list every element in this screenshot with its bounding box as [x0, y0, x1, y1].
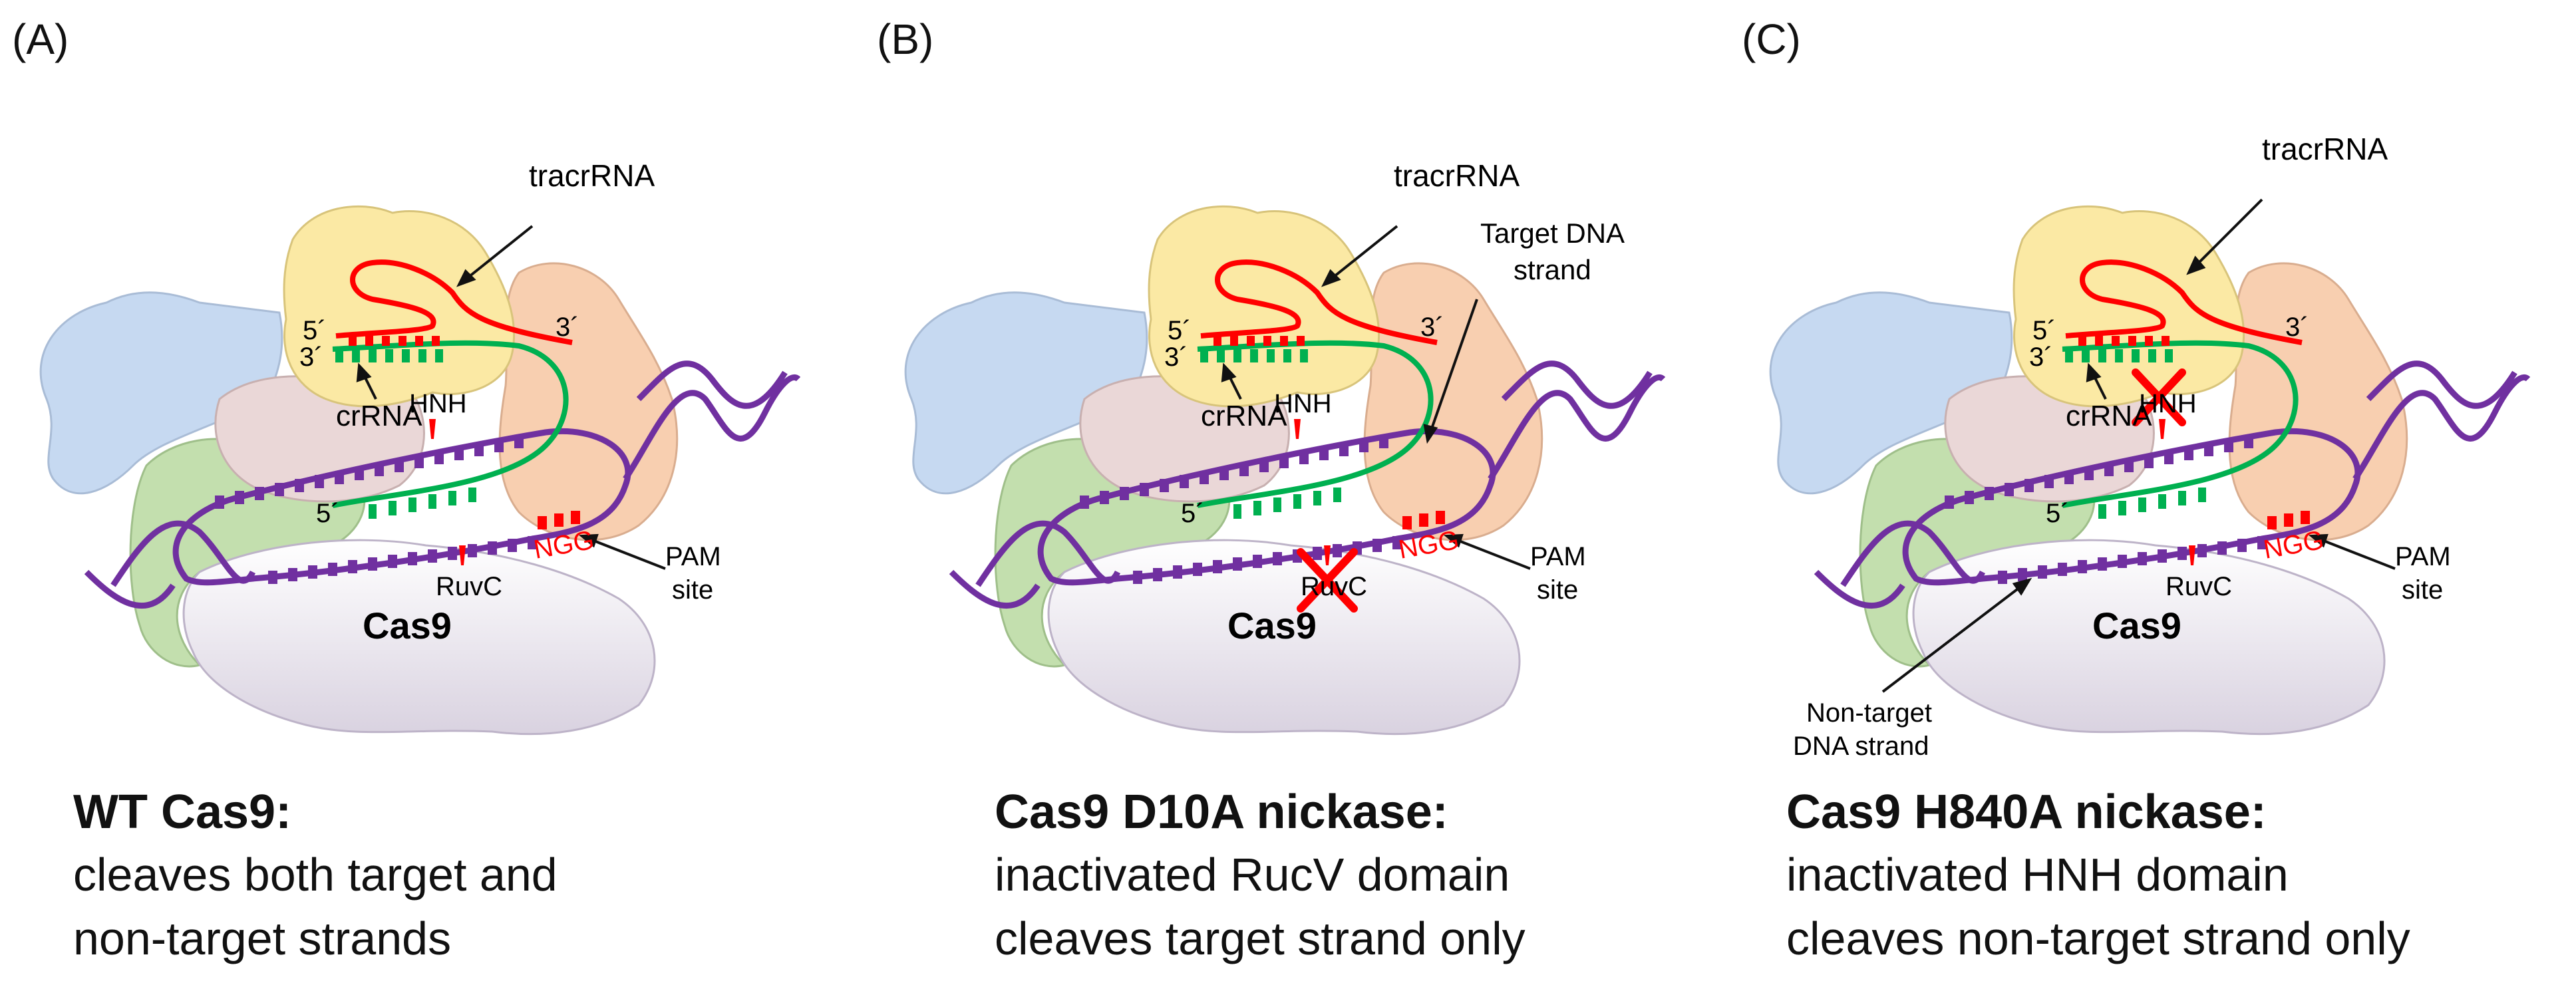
tracrrna-label: tracrRNA — [2262, 132, 2388, 166]
five-prime-mid-label: 5´ — [316, 499, 340, 528]
crrna-label: crRNA — [336, 400, 422, 432]
ruvc-cut-marker — [2189, 545, 2195, 565]
caption: Cas9 H840A nickase: inactivated HNH doma… — [1786, 781, 2571, 970]
five-prime-top-label: 5´ — [2032, 316, 2056, 345]
peach-lobe — [1363, 262, 1543, 541]
hnh-inactivated-cross-icon — [2132, 368, 2186, 426]
panel-letter: (C) — [1742, 15, 1801, 63]
caption: Cas9 D10A nickase: inactivated RucV doma… — [995, 781, 1780, 970]
tracrrna-ladder — [1213, 336, 1305, 346]
target-strand-label-line1: Target DNA — [1480, 217, 1625, 249]
pam-block — [538, 511, 580, 529]
panel-b: (B) — [865, 0, 1723, 991]
panel-letter: (A) — [12, 15, 69, 63]
nontarget-strand-ladder — [1998, 536, 2267, 584]
five-prime-top-label: 5´ — [1168, 316, 1192, 345]
target-strand-ladder — [215, 435, 524, 509]
annotation-arrows — [1221, 225, 1531, 570]
nontarget-strand-label-line1: Non-target — [1806, 698, 1932, 728]
tracrrna-label: tracrRNA — [529, 158, 655, 193]
hnh-cut-marker — [2159, 419, 2166, 439]
crrna-ladder — [335, 349, 476, 519]
hnh-label: HNH — [409, 389, 467, 418]
hnh-label: HNH — [2139, 389, 2197, 418]
caption-line-2: cleaves target strand only — [995, 913, 1526, 964]
pam-label-line2: site — [2402, 575, 2443, 605]
nontarget-strand-label-line2: DNA strand — [1793, 732, 1929, 761]
hnh-cut-marker — [429, 419, 436, 439]
panel-c: (C) — [1730, 0, 2576, 991]
ruvc-label: RuvC — [436, 572, 502, 601]
target-strand-ladder — [1080, 435, 1388, 509]
pam-label-line1: PAM — [2395, 542, 2451, 571]
cas9-label: Cas9 — [363, 605, 452, 646]
three-prime-rna-label: 3´ — [556, 313, 579, 342]
panel-letter: (B) — [877, 15, 934, 63]
three-prime-left-label: 3´ — [1164, 343, 1188, 372]
tracrrna-ladder — [2078, 336, 2170, 346]
ruvc-inactivated-cross-icon — [1297, 548, 1358, 613]
tracrrna-strand — [2065, 259, 2303, 345]
annotation-arrows — [356, 225, 666, 570]
pam-block — [2267, 511, 2310, 529]
caption-line-2: cleaves non-target strand only — [1786, 913, 2410, 964]
crrna-ladder — [1200, 349, 1341, 519]
white-lobe — [1912, 539, 2386, 736]
hnh-label: HNH — [1274, 389, 1332, 418]
crrna-ladder — [2065, 349, 2206, 519]
caption-line-2: non-target strands — [73, 913, 452, 964]
peach-lobe — [2228, 262, 2408, 541]
three-prime-left-label: 3´ — [2029, 343, 2053, 372]
pam-label-line1: PAM — [1530, 542, 1586, 571]
cas9-diagram: tracrRNA Target DNA strand 5´ 3´ 3´ crRN… — [904, 158, 1666, 736]
tracrrna-strand — [335, 259, 573, 345]
caption-title: Cas9 H840A nickase: — [1786, 785, 2267, 839]
three-prime-left-label: 3´ — [299, 343, 323, 372]
cas9-diagram: tracrRNA 5´ 3´ 3´ crRNA HNH 5´ RuvC NGG … — [39, 158, 801, 736]
three-prime-rna-label: 3´ — [1420, 313, 1444, 342]
target-strand-ladder — [1945, 435, 2253, 509]
crrna-label: crRNA — [1201, 400, 1287, 432]
caption-title: Cas9 D10A nickase: — [995, 785, 1448, 839]
ngg-label: NGG — [2261, 525, 2326, 565]
pam-label-line1: PAM — [665, 542, 721, 571]
pam-label-line2: site — [672, 575, 713, 605]
ngg-label: NGG — [532, 525, 596, 565]
nontarget-strand-ladder — [268, 536, 537, 584]
caption-line-1: cleaves both target and — [73, 849, 558, 901]
panel-a: (A) — [0, 0, 858, 991]
caption-title: WT Cas9: — [73, 785, 292, 839]
nontarget-strand-ladder — [1133, 536, 1402, 584]
ngg-label: NGG — [1396, 525, 1461, 565]
white-lobe — [1047, 539, 1521, 736]
five-prime-top-label: 5´ — [303, 316, 327, 345]
five-prime-mid-label: 5´ — [1181, 499, 1205, 528]
hnh-cut-marker — [1294, 419, 1301, 439]
five-prime-mid-label: 5´ — [2046, 499, 2070, 528]
cas9-diagram: tracrRNA 5´ 3´ 3´ crRNA HNH 5´ RuvC NGG … — [1769, 132, 2531, 761]
annotation-arrows — [1881, 198, 2396, 693]
tracrrna-label: tracrRNA — [1394, 158, 1520, 193]
peach-lobe — [498, 262, 679, 541]
ruvc-cut-marker — [459, 545, 466, 565]
cas9-label: Cas9 — [2092, 605, 2181, 646]
ruvc-label: RuvC — [2166, 572, 2232, 601]
ruvc-label: RuvC — [1301, 572, 1367, 601]
caption-line-1: inactivated RucV domain — [995, 849, 1510, 901]
tracrrna-strand — [1200, 259, 1438, 345]
three-prime-rna-label: 3´ — [2285, 313, 2309, 342]
crrna-label: crRNA — [2066, 400, 2152, 432]
caption-line-1: inactivated HNH domain — [1786, 849, 2289, 901]
pam-block — [1402, 511, 1445, 529]
target-strand-label-line2: strand — [1514, 254, 1591, 285]
cas9-label: Cas9 — [1227, 605, 1317, 646]
white-lobe — [182, 539, 656, 736]
caption: WT Cas9: cleaves both target and non-tar… — [73, 781, 858, 970]
ruvc-cut-marker — [1324, 545, 1331, 565]
tracrrna-ladder — [349, 336, 440, 346]
pam-label-line2: site — [1537, 575, 1578, 605]
